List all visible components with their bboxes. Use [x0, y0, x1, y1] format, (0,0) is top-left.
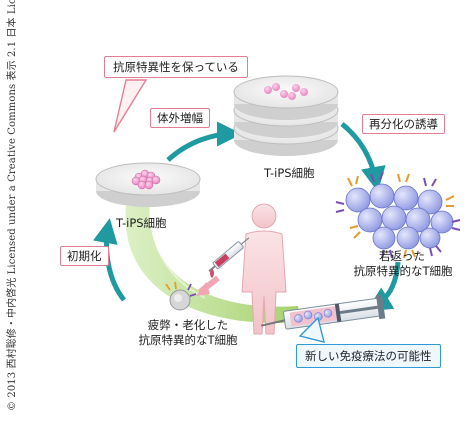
label-tips-left: T-iPS細胞: [116, 216, 167, 230]
arrow-expand: [166, 121, 242, 162]
arrow-initialize: [93, 218, 127, 302]
label-rejuvenated-line1: 若返った: [379, 249, 425, 263]
dish-stack: [233, 75, 339, 156]
dish-left: [95, 162, 201, 207]
blood-droplet: [210, 268, 214, 278]
label-exhausted-line1: 疲弊・老化した: [147, 318, 229, 332]
green-cycle-arc: [125, 206, 300, 324]
callout-top-tail: [113, 79, 148, 133]
callout-new-immunotherapy: 新しい免疫療法の可能性: [296, 344, 441, 368]
label-exhausted-line2: 抗原特異的なT細胞: [138, 333, 238, 347]
tcell-cluster: [345, 183, 454, 250]
label-expansion: 体外増幅: [150, 108, 210, 128]
copyright-notice: © 2013 西村聡修・中内啓光 Licensed under a Creati…: [7, 0, 18, 411]
label-tips-right: T-iPS細胞: [264, 166, 315, 180]
exhausted-tcell: [165, 281, 197, 311]
tcell-receptors: [335, 171, 461, 259]
label-rejuvenated-line2: 抗原特異的なT細胞: [353, 264, 453, 278]
callout-bottom-tail: [298, 316, 325, 343]
label-reprogramming: 初期化: [60, 246, 109, 266]
callout-antigen-specific: 抗原特異性を保っている: [104, 56, 248, 78]
arrow-redifferentiate: [340, 122, 386, 192]
patient-figure: [241, 203, 287, 335]
small-syringe: [208, 237, 250, 273]
label-redifferentiation: 再分化の誘導: [362, 114, 445, 134]
